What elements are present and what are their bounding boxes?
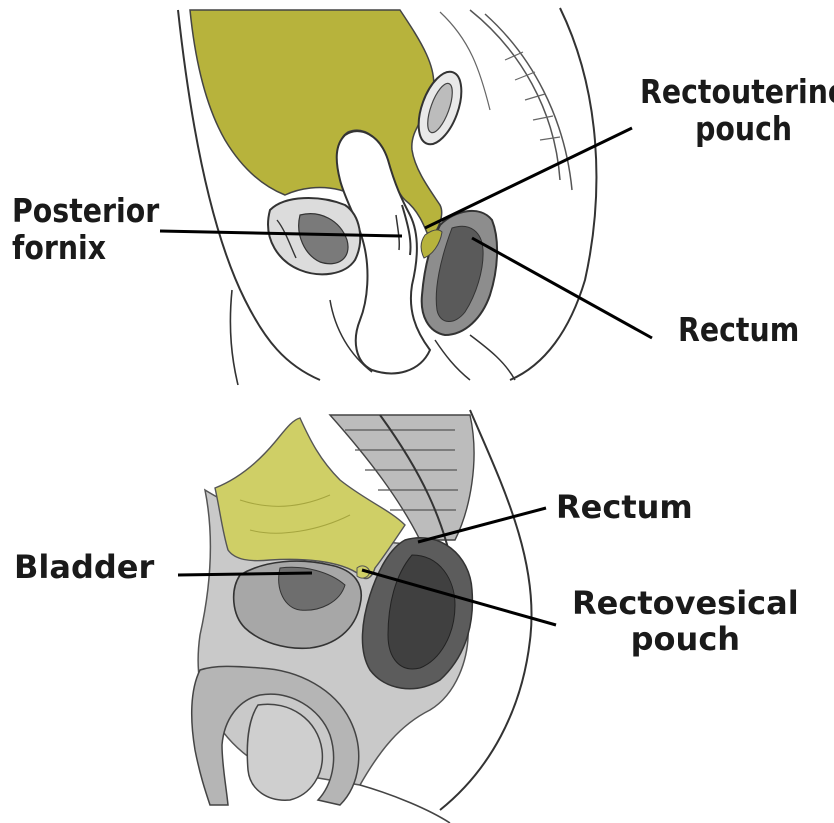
- rectovesical-pouch-label: Rectovesical pouch: [572, 586, 799, 658]
- posterior-fornix-label-line2: fornix: [12, 230, 159, 267]
- rectovesical-pouch-label-line2: pouch: [572, 622, 799, 658]
- bladder-label-text: Bladder: [14, 550, 154, 586]
- rectouterine-pouch-label-line1: Rectouterine: [640, 74, 834, 111]
- bladder-label: Bladder: [14, 550, 154, 586]
- male-pelvis-panel: Bladder Rectum Rectovesical pouch: [0, 390, 834, 823]
- female-pelvis-panel: Rectouterine pouch Posterior fornix Rect…: [0, 0, 834, 390]
- rectum-label-top: Rectum: [678, 312, 799, 349]
- rectum-label-top-text: Rectum: [678, 312, 799, 349]
- rectum-label-bottom: Rectum: [556, 490, 693, 526]
- rectum-label-bottom-text: Rectum: [556, 490, 693, 526]
- posterior-fornix-label: Posterior fornix: [12, 193, 159, 267]
- rectouterine-pouch-label: Rectouterine pouch: [640, 74, 834, 148]
- rectouterine-pouch-label-line2: pouch: [640, 111, 834, 148]
- rectovesical-pouch-label-line1: Rectovesical: [572, 586, 799, 622]
- posterior-fornix-label-line1: Posterior: [12, 193, 159, 230]
